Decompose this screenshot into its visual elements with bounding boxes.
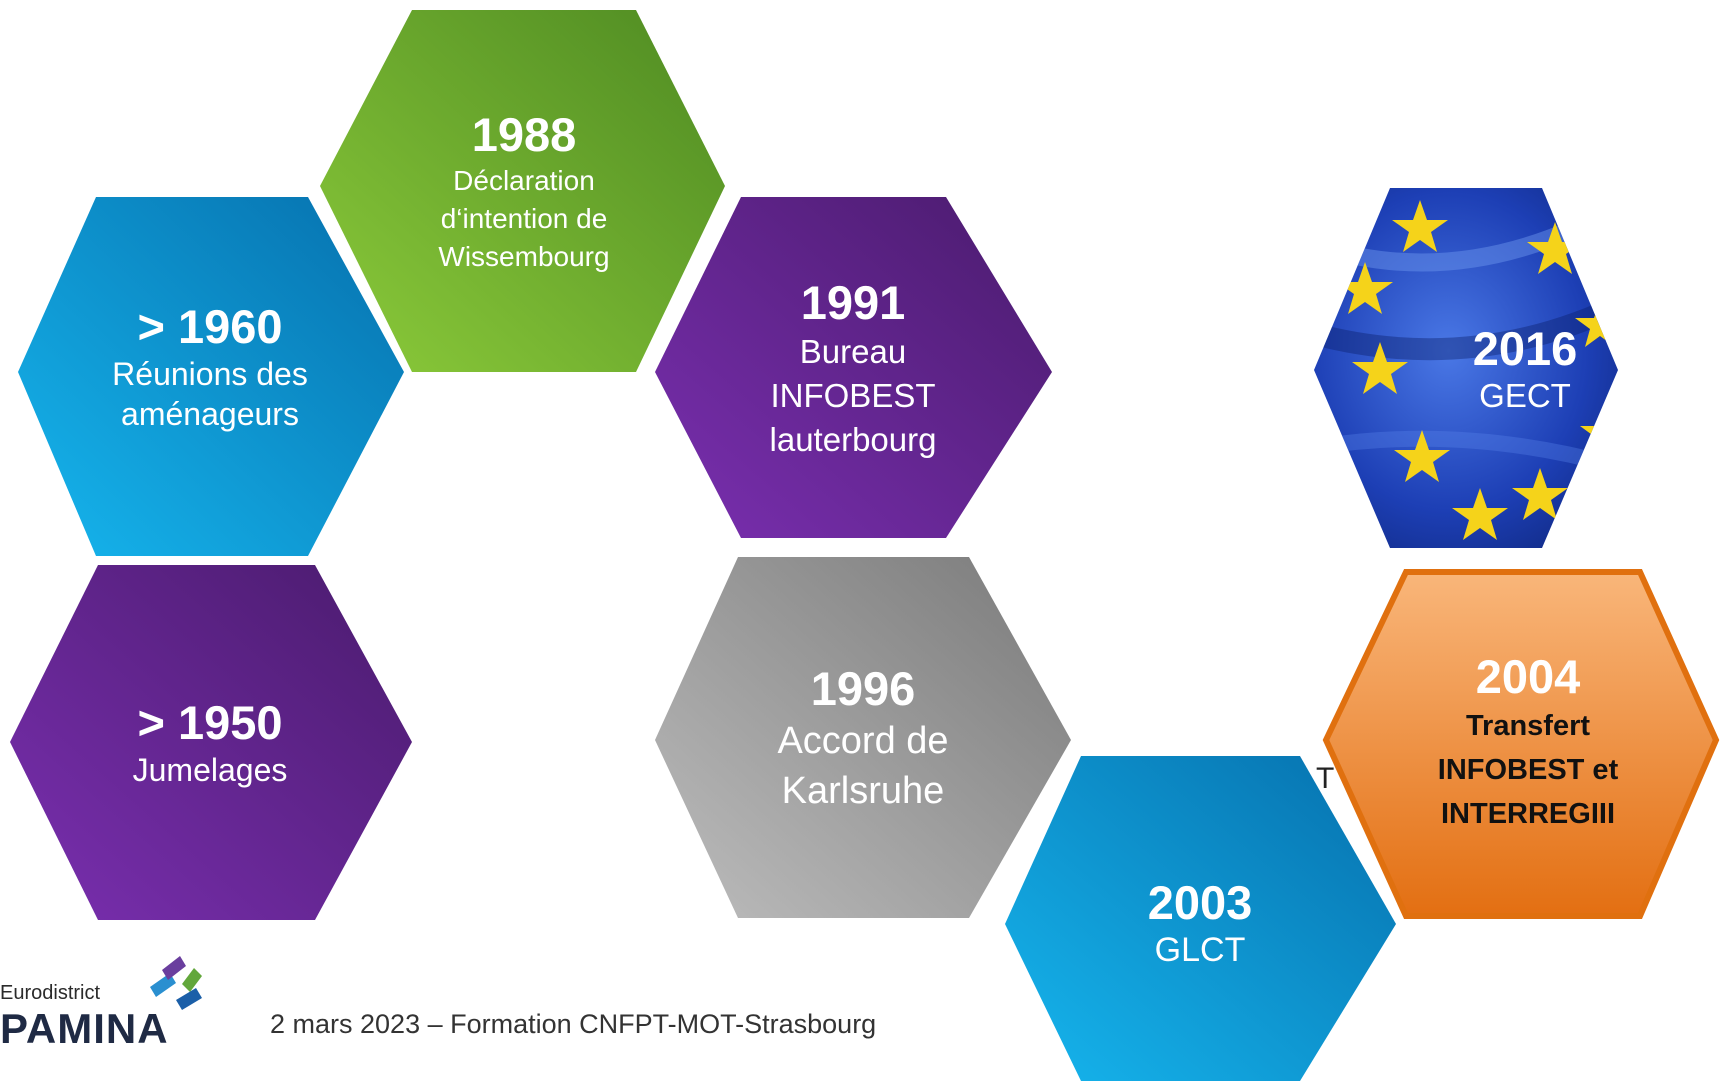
year-2016: 2016 bbox=[1472, 322, 1578, 375]
label-1991: Bureau INFOBEST lauterbourg bbox=[769, 333, 937, 458]
hex-1950 bbox=[10, 565, 412, 920]
year-1950: > 1950 bbox=[137, 696, 283, 749]
pamina-logo-icon bbox=[150, 956, 202, 1010]
year-1996: 1996 bbox=[810, 662, 916, 715]
label-2003: GLCT bbox=[1154, 931, 1246, 969]
hex-2004-text: 2004 Transfert INFOBEST et INTERREGIII bbox=[1396, 650, 1660, 836]
label-1950: Jumelages bbox=[132, 752, 288, 788]
year-1960: > 1960 bbox=[137, 300, 283, 353]
label-1996: Accord de Karlsruhe bbox=[777, 720, 949, 812]
year-1988: 1988 bbox=[471, 108, 577, 161]
hex-1988 bbox=[320, 10, 725, 372]
hex-1988-text: 1988 Déclaration d‘intention de Wissembo… bbox=[404, 108, 644, 276]
logo-pamina: PAMINA bbox=[0, 1005, 169, 1052]
hex-2016-text: 2016 GECT bbox=[1400, 322, 1650, 416]
year-1991: 1991 bbox=[800, 276, 906, 329]
year-2004: 2004 bbox=[1475, 650, 1581, 703]
label-1960: Réunions des aménageurs bbox=[112, 356, 308, 432]
hex-1960 bbox=[18, 197, 404, 556]
hex-1960-text: > 1960 Réunions des aménageurs bbox=[60, 300, 360, 434]
label-2004: Transfert INFOBEST et INTERREGIII bbox=[1437, 710, 1619, 830]
hex-1996-text: 1996 Accord de Karlsruhe bbox=[740, 662, 986, 816]
label-1988: Déclaration d‘intention de Wissembourg bbox=[438, 165, 610, 272]
logo-eurodistrict: Eurodistrict bbox=[0, 982, 101, 1004]
hex-2003 bbox=[1005, 756, 1396, 1081]
hex-2003-text: 2003 GLCT bbox=[1080, 876, 1320, 970]
hex-1991-text: 1991 Bureau INFOBEST lauterbourg bbox=[730, 276, 976, 462]
hex-1996 bbox=[655, 557, 1071, 918]
hex-1991 bbox=[655, 197, 1052, 538]
footer-text: 2 mars 2023 – Formation CNFPT-MOT-Strasb… bbox=[270, 1009, 877, 1039]
year-2003: 2003 bbox=[1147, 876, 1253, 929]
hex-1950-text: > 1950 Jumelages bbox=[60, 696, 360, 790]
stray-glyph: T bbox=[1316, 762, 1335, 795]
hex-2004 bbox=[1322, 569, 1720, 919]
label-2016: GECT bbox=[1479, 377, 1571, 414]
